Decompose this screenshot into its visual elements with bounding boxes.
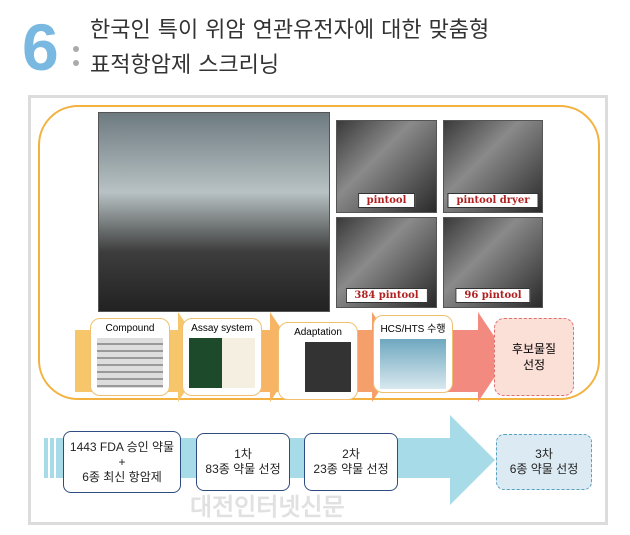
candidate-label-2: 선정 xyxy=(522,358,546,372)
step-assay: Assay system xyxy=(182,318,262,396)
pintool-384-photo: 384 pintool xyxy=(336,217,437,308)
watermark: 대전인터넷신문 xyxy=(190,493,345,521)
bullet-dot xyxy=(73,46,79,52)
step-label: Compound xyxy=(105,323,155,334)
box-text: 2차 xyxy=(342,447,360,461)
section-number: 6 xyxy=(22,10,59,84)
pintool-photo: pintool xyxy=(336,120,437,213)
candidate-label-1: 후보물질 xyxy=(511,342,557,356)
pintool-384-caption: 384 pintool xyxy=(345,288,428,303)
box-text: 83종 약물 선정 xyxy=(205,462,281,476)
pintool-dryer-caption: pintool dryer xyxy=(447,193,539,208)
pintool-dryer-photo: pintool dryer xyxy=(443,120,543,213)
step-compound: Compound xyxy=(90,318,170,396)
step-hcs-hts: HCS/HTS 수행 xyxy=(373,315,453,393)
box-text: 23종 약물 선정 xyxy=(313,462,389,476)
title-line-2: 표적항암제 스크리닝 xyxy=(90,53,280,78)
compound-plates-image xyxy=(97,338,163,388)
box-text: + xyxy=(118,454,126,469)
hcs-image xyxy=(380,339,446,389)
assay-image xyxy=(189,338,255,388)
pintool-caption: pintool xyxy=(357,193,416,208)
title-line-1: 한국인 특이 위암 연관유전자에 대한 맞춤형 xyxy=(90,18,490,43)
bullet-dot xyxy=(73,60,79,66)
box-text: 6종 최신 항암제 xyxy=(82,469,162,484)
adaptation-image xyxy=(285,342,351,392)
stripe xyxy=(50,438,54,478)
pintool-96-photo: 96 pintool xyxy=(443,217,543,308)
step-label: Assay system xyxy=(191,323,253,334)
hts-robot-photo xyxy=(98,112,330,312)
box-text: 1443 FDA 승인 약물 xyxy=(69,439,175,454)
step-label: HCS/HTS 수행 xyxy=(380,324,446,335)
stripe xyxy=(56,438,60,478)
box-text: 6종 약물 선정 xyxy=(509,462,579,476)
step-adaptation: Adaptation xyxy=(278,322,358,400)
box-start-drugs: 1443 FDA 승인 약물+6종 최신 항암제 xyxy=(63,431,181,493)
step-label: Adaptation xyxy=(294,327,342,338)
box-text: 1차 xyxy=(234,447,252,461)
pintool-96-caption: 96 pintool xyxy=(455,288,531,303)
screening-arrow xyxy=(450,415,495,505)
box-text: 3차 xyxy=(535,447,553,461)
stripe xyxy=(44,438,48,478)
